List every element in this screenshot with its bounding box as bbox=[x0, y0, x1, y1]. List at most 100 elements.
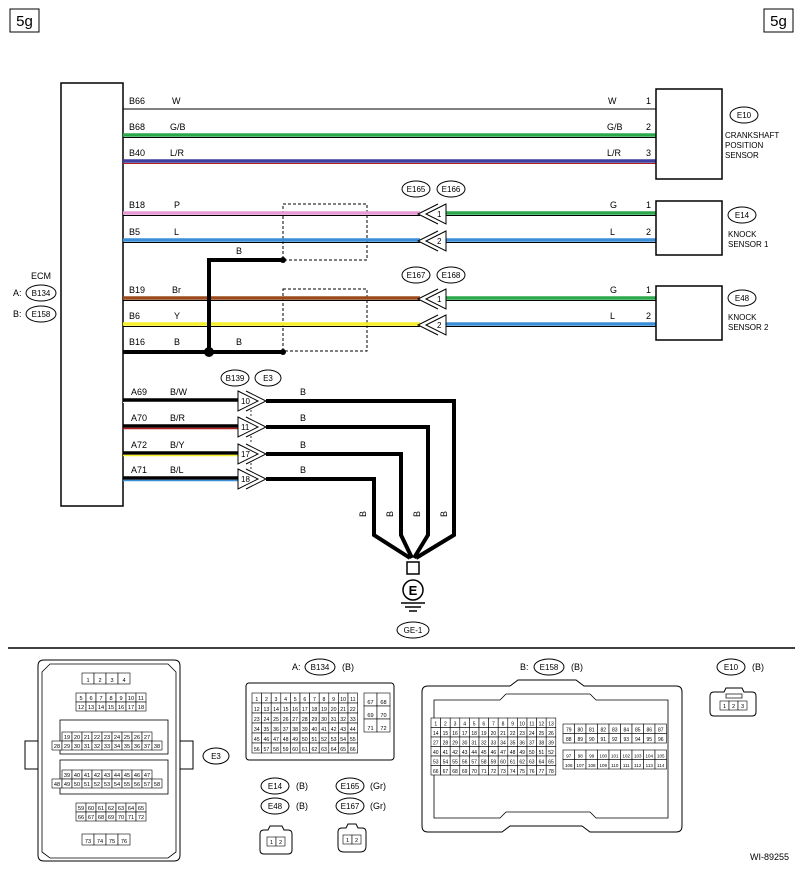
e3-pin-label: 71 bbox=[128, 815, 134, 821]
e3-pin-label: 40 bbox=[74, 773, 80, 779]
e10-sensor-box bbox=[655, 88, 723, 180]
ground-wire-10-code: B bbox=[300, 387, 306, 397]
legend-b-pin-label: 5 bbox=[473, 721, 476, 727]
legend-b-color: (B) bbox=[571, 662, 583, 672]
legend-b-pin-label: 98 bbox=[578, 753, 584, 758]
e48-label-2: SENSOR 2 bbox=[728, 323, 769, 332]
legend-e10-oval bbox=[716, 658, 746, 676]
legend-a-pin-label: 62 bbox=[312, 747, 318, 753]
legend-e10-pin-3: 3 bbox=[741, 704, 744, 710]
legend-a-pin-label: 56 bbox=[254, 747, 260, 753]
legend-b-pin-label: 52 bbox=[548, 750, 554, 756]
legend-b-pin-label: 28 bbox=[443, 740, 449, 746]
shield-1 bbox=[282, 203, 368, 261]
legend-a-pin-label: 19 bbox=[321, 707, 327, 713]
legend-b-pin-label: 8 bbox=[502, 721, 505, 727]
legend-b-pin-label: 51 bbox=[539, 750, 545, 756]
conn-e167-pin2-symbol bbox=[416, 314, 447, 336]
legend-b-pin-label: 75 bbox=[519, 769, 525, 775]
wire-b68-far-code: G/B bbox=[607, 122, 623, 132]
legend-b-pin-label: 17 bbox=[462, 731, 468, 737]
e3-pin-box bbox=[117, 672, 131, 685]
e3-pin-label: 64 bbox=[128, 806, 134, 812]
wire-b66-far-code: W bbox=[608, 96, 617, 106]
legend-b-pin-label: 23 bbox=[519, 731, 525, 737]
legend-b-pin-label: 40 bbox=[433, 750, 439, 756]
e3-pin-label: 42 bbox=[94, 773, 100, 779]
legend-e48-color: (B) bbox=[296, 801, 308, 811]
e3-pin-label: 35 bbox=[124, 744, 130, 750]
legend-a-pin-label: 36 bbox=[273, 727, 279, 733]
wire-e48-1-pin: 1 bbox=[646, 285, 651, 295]
legend-a-pin-label: 48 bbox=[283, 737, 289, 743]
e3-pin-label: 66 bbox=[78, 815, 84, 821]
e3-pin-label: 61 bbox=[98, 806, 104, 812]
legend-a-pin-label: 16 bbox=[292, 707, 298, 713]
e3-pin-label: 47 bbox=[144, 773, 150, 779]
legend-a-pin-label: 37 bbox=[283, 727, 289, 733]
junction-dot-1 bbox=[204, 347, 214, 357]
conn-e166: E166 bbox=[442, 185, 461, 194]
legend-a-pin-label: 11 bbox=[350, 697, 355, 703]
legend-b-pin-label: 79 bbox=[566, 727, 572, 733]
legend-b-pin-label: 63 bbox=[529, 759, 535, 765]
legend-a-pin-label: 65 bbox=[340, 747, 346, 753]
e3-pin-label: 15 bbox=[108, 705, 114, 711]
ground-wire-18-code: B bbox=[300, 465, 306, 475]
e48-label-1: KNOCK bbox=[728, 313, 757, 322]
legend-a-pin-label: 22 bbox=[350, 707, 356, 713]
e3-pin-label: 55 bbox=[124, 782, 130, 788]
e3-pin-label: 70 bbox=[118, 815, 124, 821]
e3-pin-label: 72 bbox=[138, 815, 144, 821]
e10-label-3: SENSOR bbox=[725, 151, 759, 160]
e3-pin-label: 18 bbox=[138, 705, 144, 711]
legend-b-pin-label: 37 bbox=[529, 740, 535, 746]
ecm-conn-b: E158 bbox=[32, 310, 51, 319]
legend-e165-pin-1: 1 bbox=[346, 838, 349, 844]
legend-a-pin-label: 46 bbox=[264, 737, 270, 743]
legend-e14-pin-2-box bbox=[275, 836, 286, 847]
legend-a-pin-label: 45 bbox=[254, 737, 260, 743]
legend-e165-conn: E165 bbox=[341, 782, 360, 791]
e3-pin-label: 43 bbox=[104, 773, 110, 779]
e3-pin-label: 38 bbox=[154, 744, 160, 750]
wire-b68-pin: B68 bbox=[129, 122, 145, 132]
e3-pin-label: 52 bbox=[94, 782, 100, 788]
legend-b-pin-label: 99 bbox=[589, 753, 595, 758]
legend-b-pin-label: 33 bbox=[491, 740, 497, 746]
wire-b5-code: L bbox=[174, 227, 179, 237]
wire-a71-pin: A71 bbox=[131, 465, 147, 475]
legend-b-pin-label: 50 bbox=[529, 750, 535, 756]
legend-b-pin-label: 113 bbox=[646, 763, 654, 768]
e14-label-1: KNOCK bbox=[728, 230, 757, 239]
e3-pin-label: 45 bbox=[124, 773, 130, 779]
legend-b-pin-label: 45 bbox=[481, 750, 487, 756]
legend-b-pin-label: 70 bbox=[471, 769, 477, 775]
legend-a-pin-label: 34 bbox=[254, 727, 260, 733]
wire-a69-code: B/W bbox=[170, 387, 188, 397]
page-tag-right-box bbox=[763, 8, 794, 33]
legend-b-conn-oval bbox=[533, 658, 565, 676]
wire-b66-far-pin: 1 bbox=[646, 96, 651, 106]
e3-pin-label: 11 bbox=[138, 696, 144, 702]
legend-b-pin-label: 29 bbox=[452, 740, 458, 746]
legend-b-pin-label: 114 bbox=[657, 763, 665, 768]
wire-b40-code: L/R bbox=[170, 148, 185, 158]
wire-b16-mid-code: B bbox=[236, 337, 242, 347]
legend-e165-pin-2-box bbox=[351, 834, 362, 845]
wire-b40-far-pin: 3 bbox=[646, 148, 651, 158]
ground-symbol: E bbox=[409, 583, 418, 598]
legend-a-pin-label: 43 bbox=[340, 727, 346, 733]
legend-a-pin-label: 17 bbox=[302, 707, 308, 713]
legend-a-pin-label: 18 bbox=[312, 707, 318, 713]
shield-drain-wire bbox=[207, 258, 283, 352]
legend-b-pin-label: 47 bbox=[500, 750, 506, 756]
wire-a72-code: B/Y bbox=[170, 440, 185, 450]
conn-e3-pin17: 17 bbox=[241, 450, 250, 459]
conn-e3-oval bbox=[254, 369, 282, 387]
wire-a69-pin: A69 bbox=[131, 387, 147, 397]
ecm-conn-b-oval bbox=[25, 305, 57, 323]
wire-b16-code: B bbox=[174, 337, 180, 347]
legend-a-pin-label: 15 bbox=[283, 707, 289, 713]
